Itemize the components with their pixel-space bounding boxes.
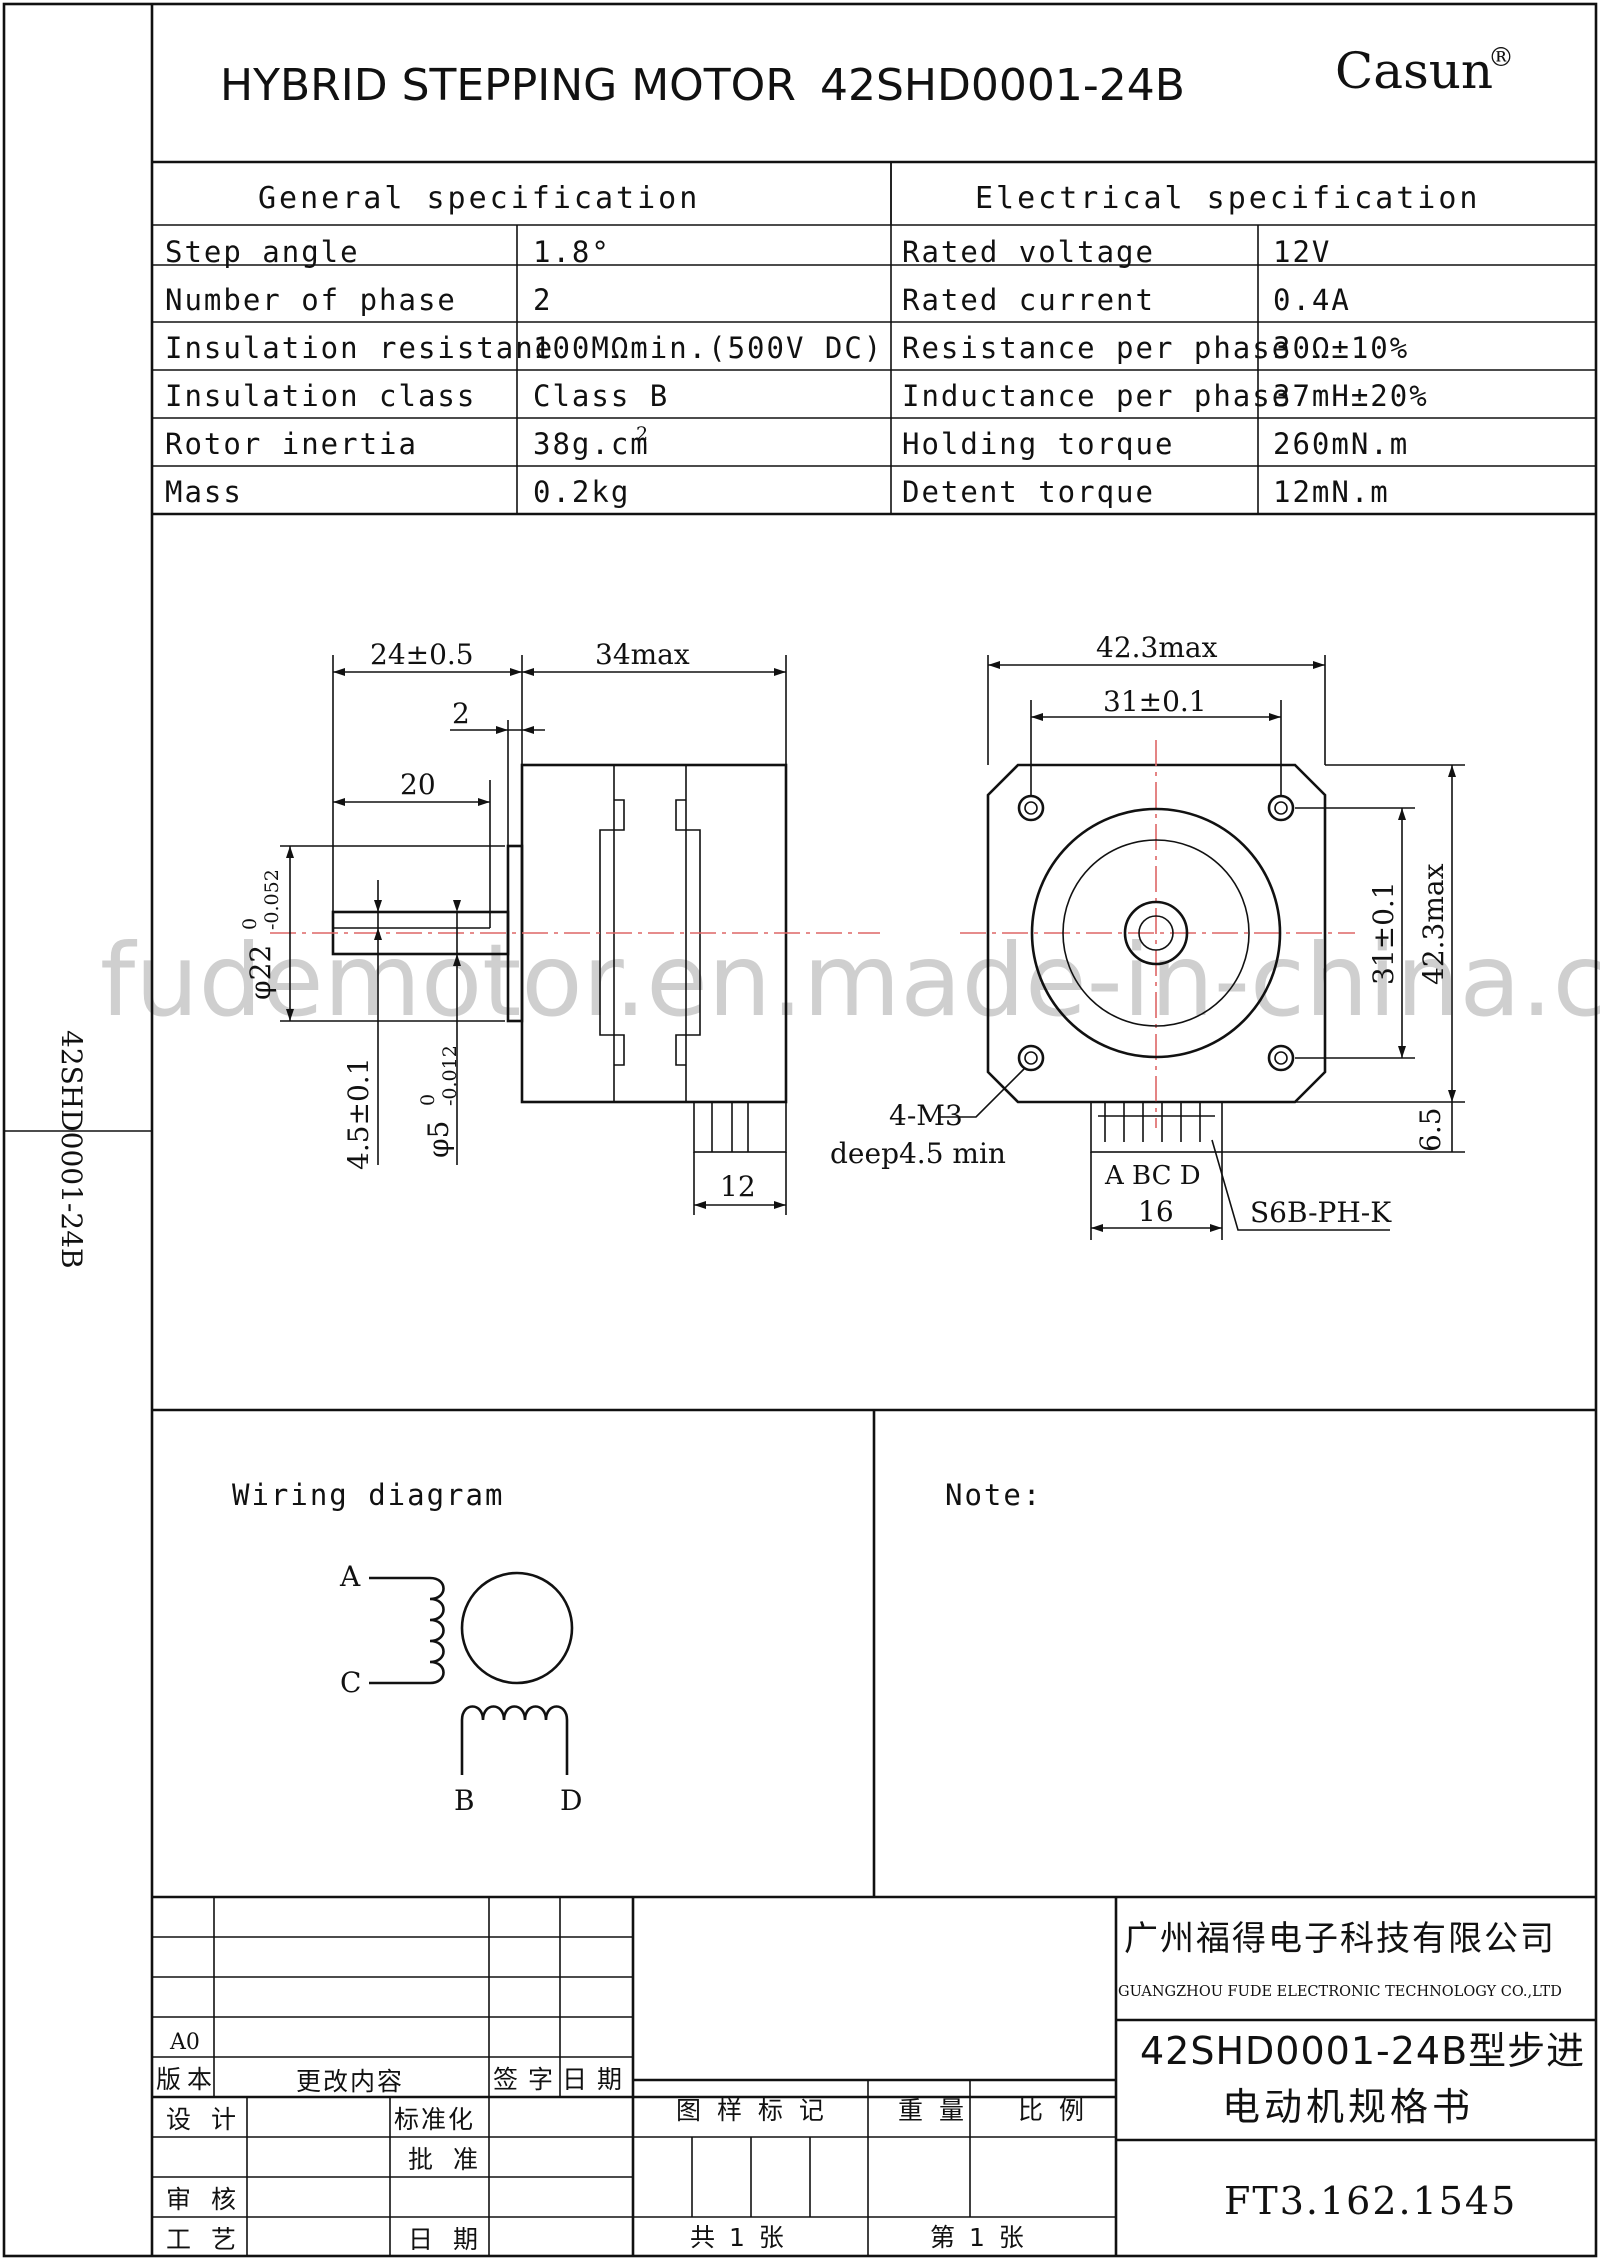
wiring-diagram-heading: Wiring diagram xyxy=(232,1478,504,1512)
general-spec-heading: General specification xyxy=(258,181,700,216)
spec-label: Insulation resistane xyxy=(165,331,554,365)
dim-shaft-tol-lower: -0.012 xyxy=(439,1045,461,1106)
spec-value: 1.8° xyxy=(533,235,611,269)
dim-connector-length: 12 xyxy=(720,1170,756,1203)
wire-label-b: B xyxy=(454,1784,475,1817)
wire-label-d: D xyxy=(560,1784,582,1817)
dim-boss-diameter: φ22 xyxy=(244,945,277,1000)
rev-col-version: 版本 xyxy=(156,2065,218,2094)
label-standardize: 标准化 xyxy=(394,2105,475,2134)
rev-col-date: 日 期 xyxy=(562,2065,623,2094)
wiring-diagram xyxy=(369,1571,574,1775)
revision-code: A0 xyxy=(169,2030,200,2055)
spec-label: Resistance per phase xyxy=(902,331,1291,365)
note-heading: Note: xyxy=(945,1478,1042,1512)
spec-label: Detent torque xyxy=(902,475,1155,509)
spec-value: 100MΩmin.(500V DC) xyxy=(533,331,883,365)
label-sheet-number: 第 1 张 xyxy=(930,2223,1027,2252)
label-scale: 比 例 xyxy=(1018,2096,1088,2125)
spec-value: 12mN.m xyxy=(1273,475,1390,509)
label-date: 日 期 xyxy=(408,2225,484,2254)
dim-hole-spacing-vertical: 31±0.1 xyxy=(1367,881,1400,985)
spec-label: Rated voltage xyxy=(902,235,1155,269)
dim-front-height: 42.3max xyxy=(1417,863,1450,985)
mounting-hole-note: 4-M3 xyxy=(889,1099,963,1132)
spec-label: Mass xyxy=(165,475,243,509)
dim-boss-tol-lower: -0.052 xyxy=(261,869,283,930)
connector-pin-labels: A BC D xyxy=(1104,1161,1201,1191)
spec-value: 0.2kg xyxy=(533,475,630,509)
side-model-label: 42SHD0001-24B xyxy=(55,1030,88,1269)
spec-value: 30Ω±10% xyxy=(1273,331,1409,365)
side-view-drawing xyxy=(270,655,880,1215)
dim-boss-height: 2 xyxy=(452,697,470,730)
spec-value: 37mH±20% xyxy=(1273,379,1429,413)
dim-shaft-tol-upper: 0 xyxy=(417,1094,439,1106)
wire-label-c: C xyxy=(340,1666,361,1699)
rev-col-content: 更改内容 xyxy=(296,2067,404,2096)
page-title: HYBRID STEPPING MOTOR xyxy=(220,60,796,111)
dim-shaft-diameter: φ5 xyxy=(422,1121,455,1158)
spec-value: 38g.cm xyxy=(533,427,650,461)
dim-flat-depth: 4.5±0.1 xyxy=(342,1057,375,1170)
electrical-spec-heading: Electrical specification xyxy=(975,181,1480,216)
document-title-line1: 42SHD0001-24B型步进 xyxy=(1140,2029,1585,2073)
title-block xyxy=(152,1897,1596,2256)
dim-front-width: 42.3max xyxy=(1096,631,1218,664)
front-view-drawing xyxy=(940,655,1465,1240)
dim-hole-spacing: 31±0.1 xyxy=(1103,685,1207,718)
spec-label: Rated current xyxy=(902,283,1155,317)
document-code: FT3.162.1545 xyxy=(1224,2179,1517,2223)
model-number: 42SHD0001-24B xyxy=(820,60,1185,111)
spec-value: 12V xyxy=(1273,235,1331,269)
dim-connector-offset: 6.5 xyxy=(1414,1107,1447,1152)
spec-label: Number of phase xyxy=(165,283,457,317)
spec-label: Rotor inertia xyxy=(165,427,418,461)
label-sample-mark: 图 样 标 记 xyxy=(676,2096,828,2125)
spec-table xyxy=(152,162,1596,516)
watermark: fudemotor.en.made-in-china.com xyxy=(100,922,1600,1039)
rev-col-sign: 签 字 xyxy=(493,2065,554,2094)
spec-label: Insulation class xyxy=(165,379,476,413)
mounting-hole-depth: deep4.5 min xyxy=(830,1137,1006,1170)
spec-value-superscript: 2 xyxy=(636,423,648,445)
dim-body-length: 34max xyxy=(595,638,690,671)
dim-connector-width: 16 xyxy=(1138,1195,1174,1228)
dim-boss-tol-upper: 0 xyxy=(239,918,261,930)
electrical-spec-rows: Rated voltage 12V Rated current 0.4A Res… xyxy=(902,235,1429,509)
spec-label: Inductance per phase xyxy=(902,379,1291,413)
brand-logo: Casun xyxy=(1335,42,1493,100)
dim-shaft-length: 24±0.5 xyxy=(370,638,474,671)
spec-label: Holding torque xyxy=(902,427,1174,461)
label-total-sheets: 共 1 张 xyxy=(690,2223,787,2252)
general-spec-rows: Step angle 1.8° Number of phase 2 Insula… xyxy=(165,235,883,509)
wire-label-a: A xyxy=(339,1560,361,1593)
spec-value: Class B xyxy=(533,379,669,413)
company-name-en: GUANGZHOU FUDE ELECTRONIC TECHNOLOGY CO.… xyxy=(1118,1984,1562,2000)
spec-value: 260mN.m xyxy=(1273,427,1409,461)
spec-value: 2 xyxy=(533,283,552,317)
dim-flat-length: 20 xyxy=(400,768,436,801)
header: HYBRID STEPPING MOTOR 42SHD0001-24B Casu… xyxy=(152,42,1596,164)
registered-mark: ® xyxy=(1488,43,1514,73)
label-review: 审 核 xyxy=(166,2185,242,2214)
company-name-cn: 广州福得电子科技有限公司 xyxy=(1124,1919,1556,1959)
document-title-line2: 电动机规格书 xyxy=(1222,2085,1474,2129)
connector-type: S6B-PH-K xyxy=(1250,1196,1392,1229)
label-weight: 重 量 xyxy=(898,2096,968,2125)
label-process: 工 艺 xyxy=(166,2225,242,2254)
label-design: 设 计 xyxy=(166,2105,242,2134)
label-approve: 批 准 xyxy=(408,2145,484,2174)
spec-value: 0.4A xyxy=(1273,283,1351,317)
spec-label: Step angle xyxy=(165,235,360,269)
